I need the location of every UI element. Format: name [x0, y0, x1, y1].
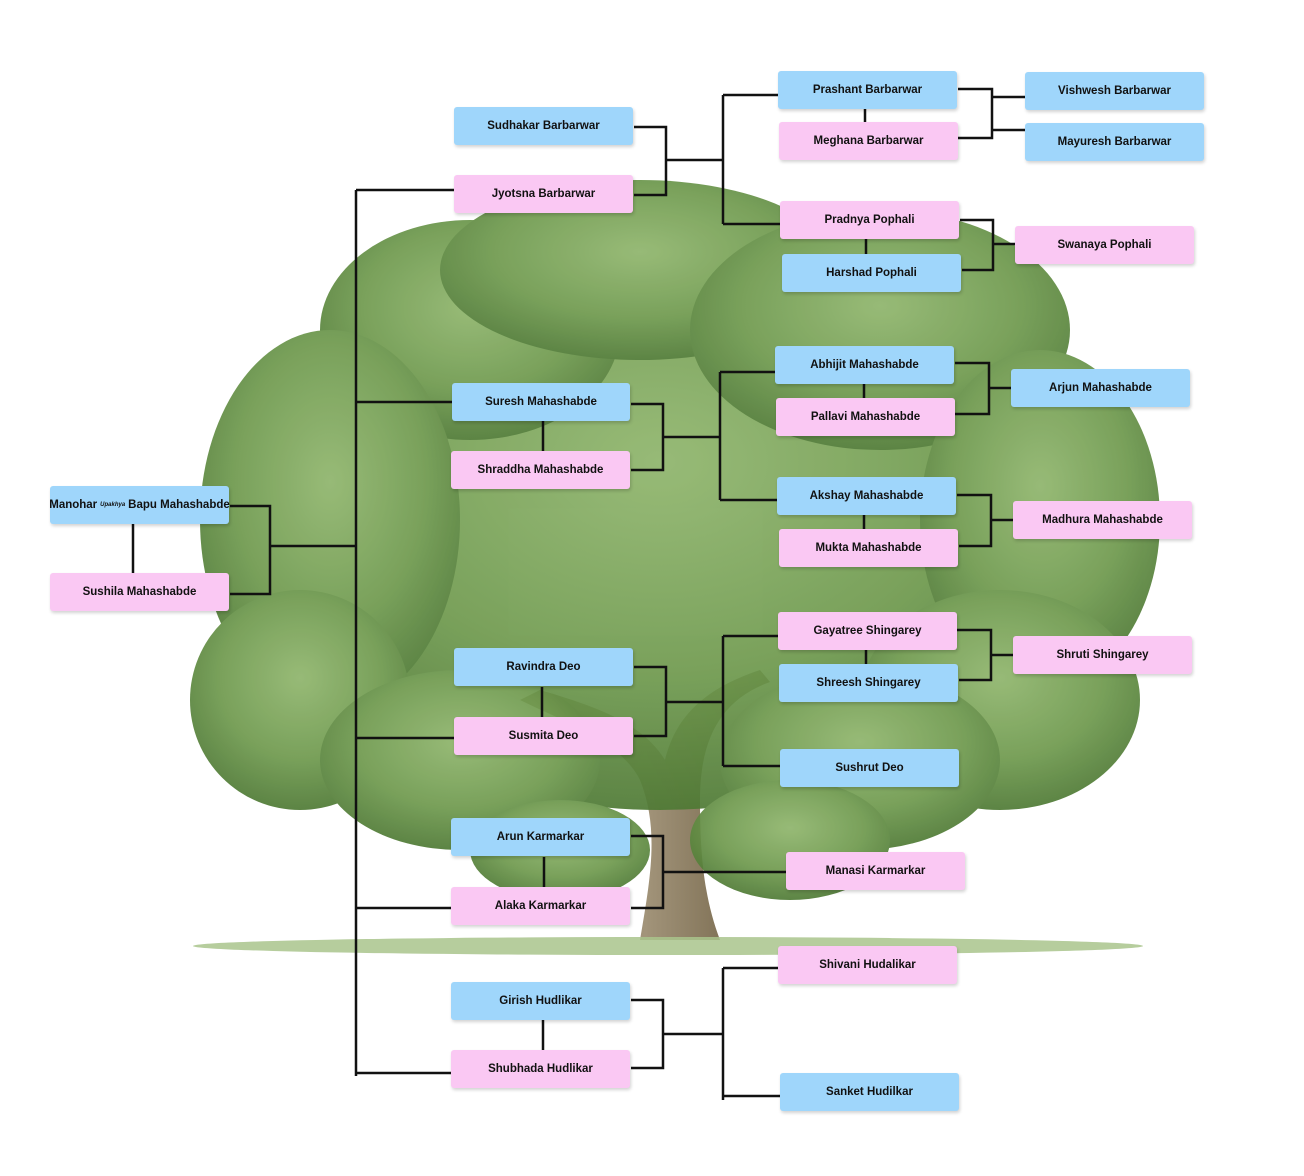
- person-name: Mukta Mahashabde: [815, 542, 922, 554]
- person-name: Shivani Hudalikar: [819, 959, 916, 971]
- person-akshay-mahashabde[interactable]: Akshay Mahashabde: [777, 477, 956, 515]
- person-mayuresh-barbarwar[interactable]: Mayuresh Barbarwar: [1025, 123, 1204, 161]
- person-name: Pallavi Mahashabde: [810, 411, 921, 423]
- person-name: Sudhakar Barbarwar: [487, 120, 600, 132]
- person-sudhakar-barbarwar[interactable]: Sudhakar Barbarwar: [454, 107, 633, 145]
- person-name: Shruti Shingarey: [1056, 649, 1149, 661]
- person-name: Swanaya Pophali: [1057, 239, 1152, 251]
- person-name: Arun Karmarkar: [496, 831, 585, 843]
- person-name: Shreesh Shingarey: [816, 677, 921, 689]
- person-shivani-hudalikar[interactable]: Shivani Hudalikar: [778, 946, 957, 984]
- person-shruti-shingarey[interactable]: Shruti Shingarey: [1013, 636, 1192, 674]
- person-name: Alaka Karmarkar: [494, 900, 587, 912]
- person-gayatree-shingarey[interactable]: Gayatree Shingarey: [778, 612, 957, 650]
- person-name: Pradnya Pophali: [824, 214, 915, 226]
- person-pallavi-mahashabde[interactable]: Pallavi Mahashabde: [776, 398, 955, 436]
- person-name: Susmita Deo: [508, 730, 579, 742]
- person-name: Madhura Mahashabde: [1042, 514, 1163, 526]
- person-vishwesh-barbarwar[interactable]: Vishwesh Barbarwar: [1025, 72, 1204, 110]
- person-manohar-mahashabde[interactable]: Manohar Upakhya Bapu Mahashabde: [49, 486, 230, 524]
- person-ravindra-deo[interactable]: Ravindra Deo: [454, 648, 633, 686]
- person-name: Sushrut Deo: [835, 762, 904, 774]
- person-madhura-mahashabde[interactable]: Madhura Mahashabde: [1013, 501, 1192, 539]
- person-arun-karmarkar[interactable]: Arun Karmarkar: [451, 818, 630, 856]
- person-arjun-mahashabde[interactable]: Arjun Mahashabde: [1011, 369, 1190, 407]
- person-shreesh-shingarey[interactable]: Shreesh Shingarey: [779, 664, 958, 702]
- person-mukta-mahashabde[interactable]: Mukta Mahashabde: [779, 529, 958, 567]
- person-name: Shubhada Hudlikar: [488, 1063, 593, 1075]
- person-name: Vishwesh Barbarwar: [1058, 85, 1171, 97]
- person-name: Mayuresh Barbarwar: [1057, 136, 1172, 148]
- person-name: Abhijit Mahashabde: [810, 359, 919, 371]
- person-alaka-karmarkar[interactable]: Alaka Karmarkar: [451, 887, 630, 925]
- person-shraddha-mahashabde[interactable]: Shraddha Mahashabde: [451, 451, 630, 489]
- person-name: Sanket Hudilkar: [826, 1086, 913, 1098]
- person-rest-name: Bapu Mahashabde: [128, 499, 230, 511]
- person-sushrut-deo[interactable]: Sushrut Deo: [780, 749, 959, 787]
- person-shubhada-hudlikar[interactable]: Shubhada Hudlikar: [451, 1050, 630, 1088]
- person-name: Gayatree Shingarey: [813, 625, 922, 637]
- person-prashant-barbarwar[interactable]: Prashant Barbarwar: [778, 71, 957, 109]
- person-jyotsna-barbarwar[interactable]: Jyotsna Barbarwar: [454, 175, 633, 213]
- person-manasi-karmarkar[interactable]: Manasi Karmarkar: [786, 852, 965, 890]
- person-suresh-mahashabde[interactable]: Suresh Mahashabde: [452, 383, 630, 421]
- person-name: Akshay Mahashabde: [809, 490, 924, 502]
- person-name: Girish Hudlikar: [499, 995, 582, 1007]
- person-name: Prashant Barbarwar: [812, 84, 923, 96]
- person-first-name: Manohar: [49, 499, 98, 511]
- person-name: Meghana Barbarwar: [813, 135, 924, 147]
- person-name: Suresh Mahashabde: [485, 396, 597, 408]
- person-name: Jyotsna Barbarwar: [491, 188, 596, 200]
- person-name: Harshad Pophali: [826, 267, 917, 279]
- person-name: Shraddha Mahashabde: [477, 464, 604, 476]
- person-girish-hudlikar[interactable]: Girish Hudlikar: [451, 982, 630, 1020]
- person-upakhya: Upakhya: [100, 502, 126, 508]
- person-name: Sushila Mahashabde: [82, 586, 197, 598]
- person-name: Arjun Mahashabde: [1049, 382, 1152, 394]
- person-susmita-deo[interactable]: Susmita Deo: [454, 717, 633, 755]
- person-pradnya-pophali[interactable]: Pradnya Pophali: [780, 201, 959, 239]
- person-sushila-mahashabde[interactable]: Sushila Mahashabde: [50, 573, 229, 611]
- person-abhijit-mahashabde[interactable]: Abhijit Mahashabde: [775, 346, 954, 384]
- person-swanaya-pophali[interactable]: Swanaya Pophali: [1015, 226, 1194, 264]
- person-name: Ravindra Deo: [506, 661, 581, 673]
- person-meghana-barbarwar[interactable]: Meghana Barbarwar: [779, 122, 958, 160]
- person-name: Manasi Karmarkar: [825, 865, 926, 877]
- person-sanket-hudilkar[interactable]: Sanket Hudilkar: [780, 1073, 959, 1111]
- person-harshad-pophali[interactable]: Harshad Pophali: [782, 254, 961, 292]
